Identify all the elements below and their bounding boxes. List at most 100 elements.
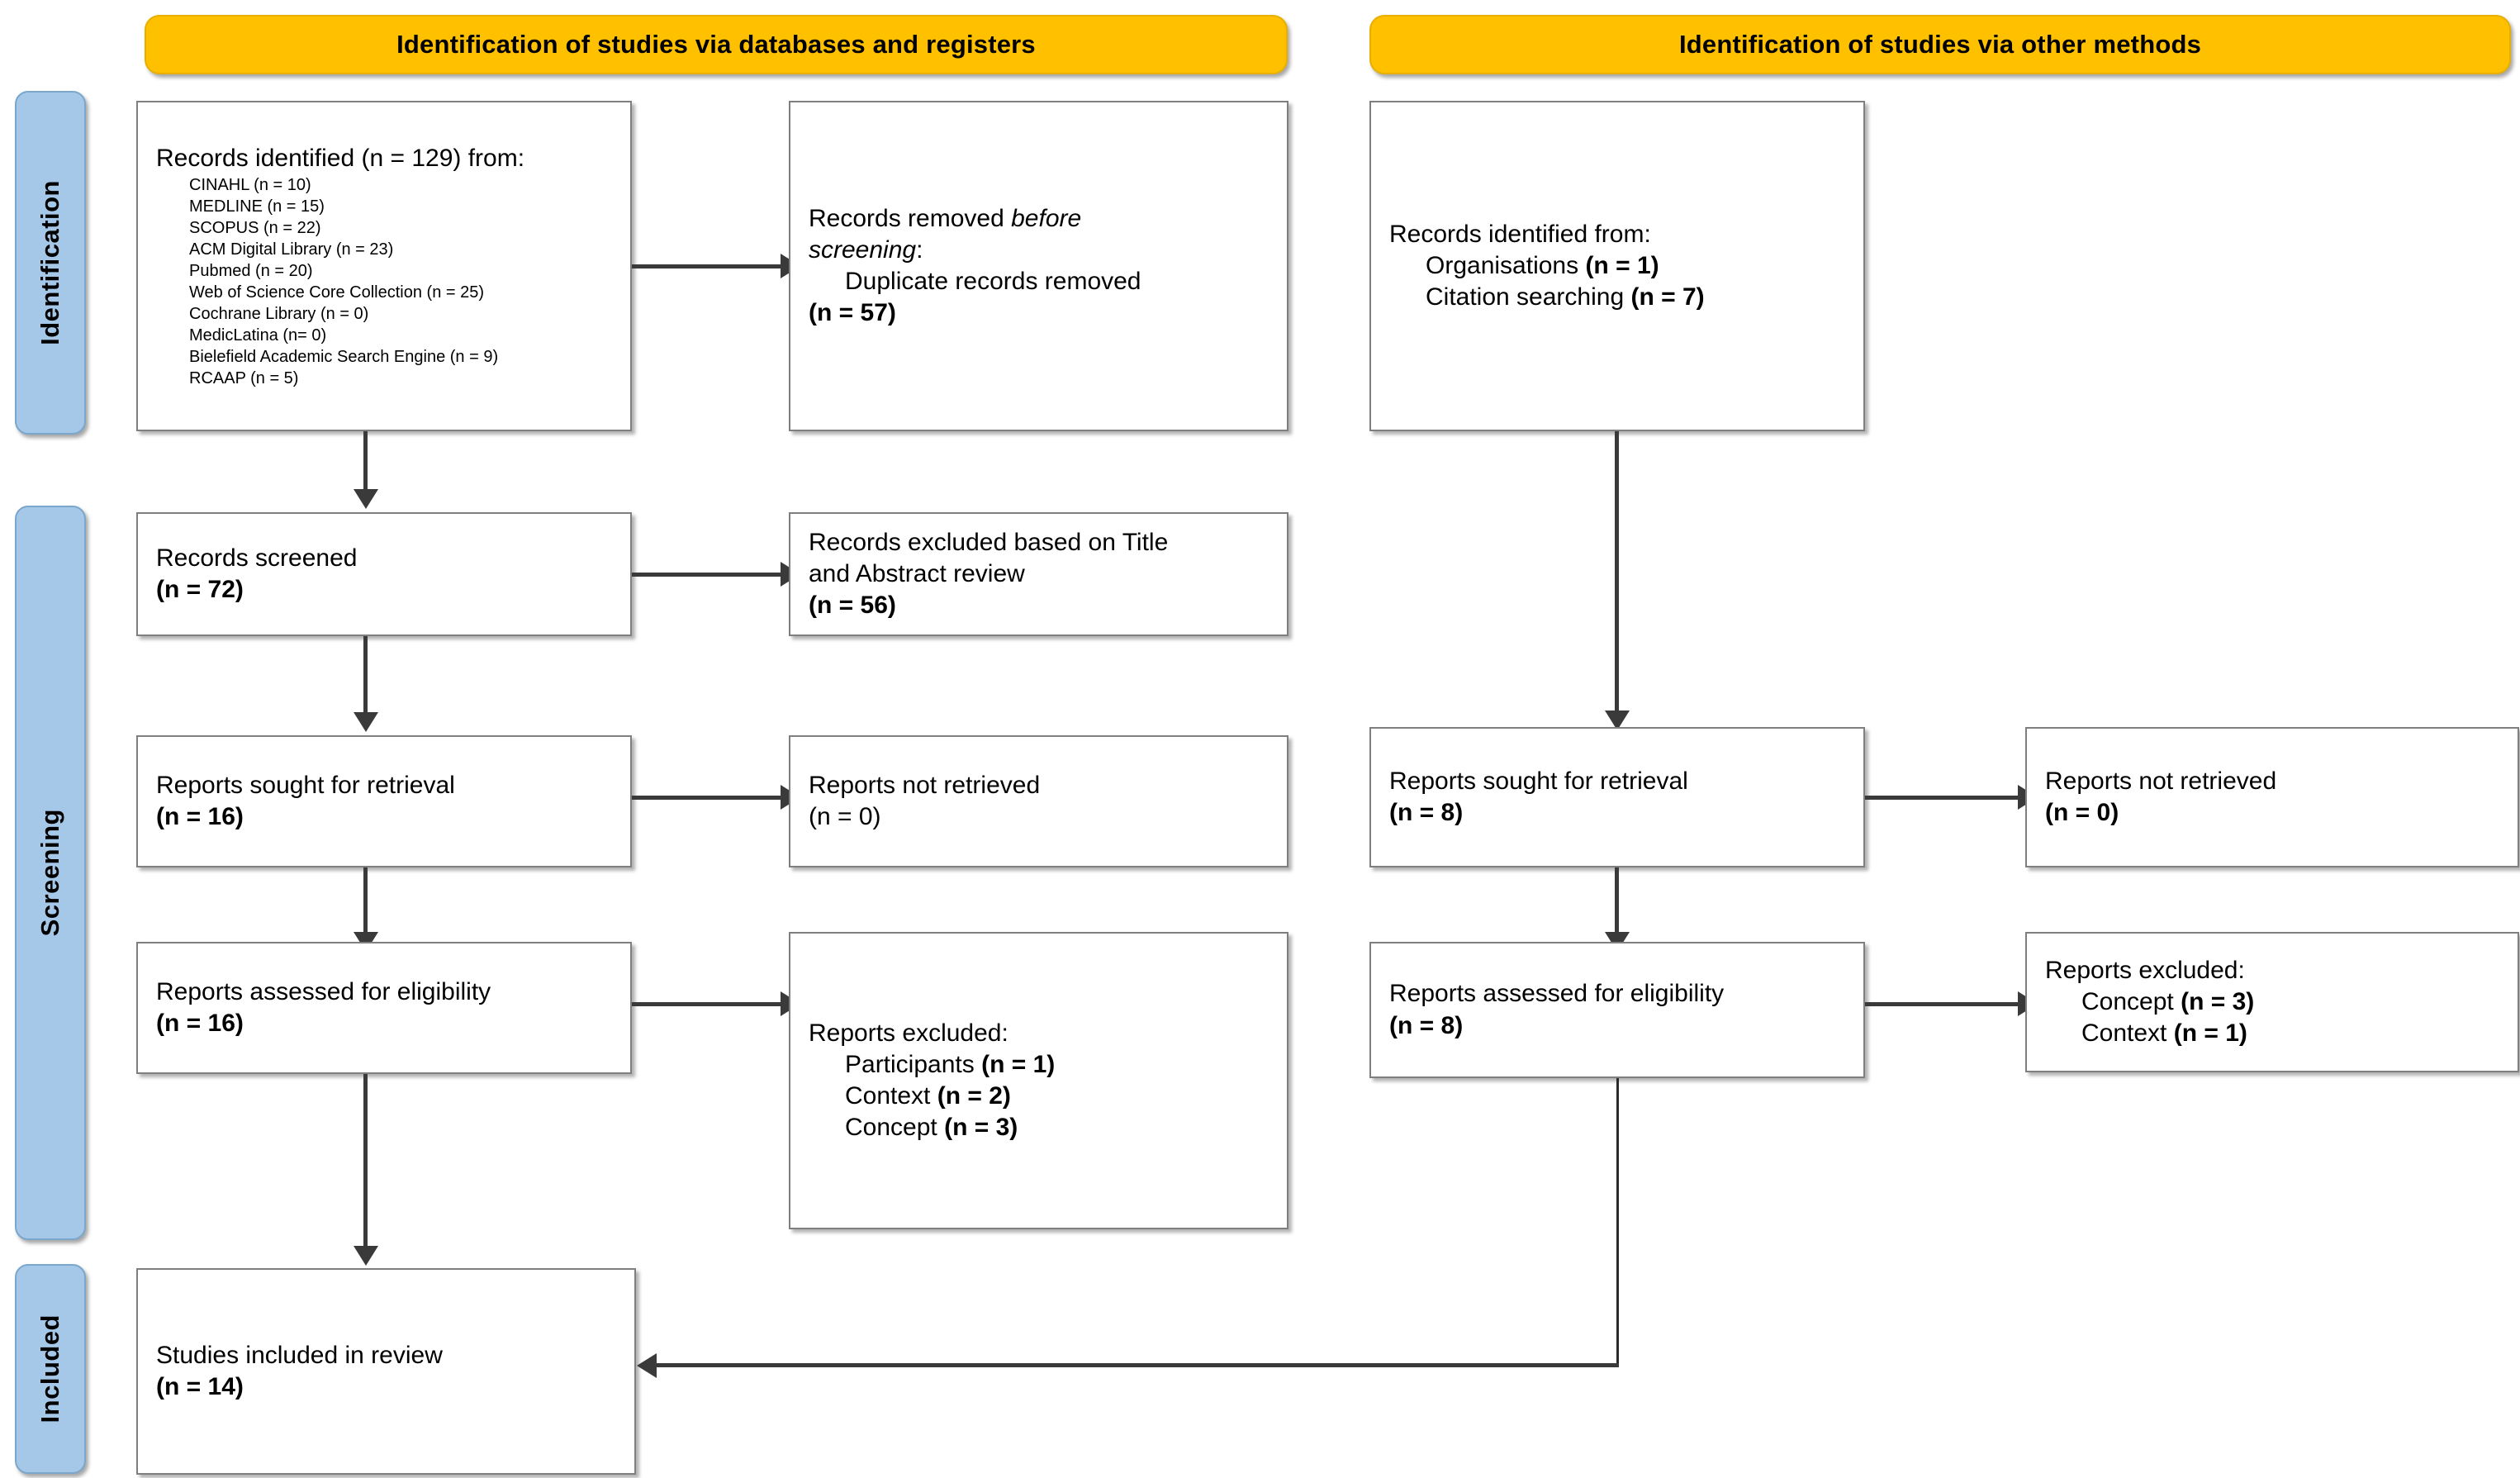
stage-tab-included-label: Included — [36, 1314, 64, 1423]
arrowhead-screened-to-sought — [354, 712, 378, 732]
reports-not-retrieved-right-count: (n = 0) — [2045, 799, 2119, 826]
source-pubmed: Pubmed (n = 20) — [189, 262, 313, 281]
source-cochrane-library: Cochrane Library (n = 0) — [189, 305, 369, 324]
header-other-methods-label: Identification of studies via other meth… — [1678, 30, 2202, 59]
source-web-of-science: Web of Science Core Collection (n = 25) — [189, 283, 485, 302]
right-reason-concept-label: Concept — [2081, 987, 2181, 1015]
arrowhead-identified-to-screened — [354, 489, 378, 509]
reports-excluded-left-reason-participants: Participants (n = 1) — [809, 1049, 1269, 1081]
stage-tab-screening-label: Screening — [36, 809, 64, 937]
source-organisations: Organisations (n = 1) — [1389, 250, 1845, 282]
connector-identified-to-screened — [363, 431, 368, 493]
connector-assessed-to-excluded-right — [1865, 1002, 2018, 1006]
box-records-identified-databases: Records identified (n = 129) from: CINAH… — [136, 101, 632, 431]
box-reports-not-retrieved-right: Reports not retrieved (n = 0) — [2025, 727, 2519, 867]
records-screened-label: Records screened — [156, 544, 358, 572]
records-removed-line1-plain: Records removed — [809, 204, 1012, 232]
stage-tab-included: Included — [15, 1264, 86, 1474]
reports-sought-right-count: (n = 8) — [1389, 799, 1464, 826]
reports-excluded-right-reason-concept: Concept (n = 3) — [2045, 986, 2499, 1018]
records-removed-line1-italic: before — [1011, 204, 1082, 232]
reason-context-count: (n = 2) — [937, 1082, 1011, 1110]
source-mediclatina: MedicLatina (n= 0) — [189, 326, 327, 345]
reports-assessed-left-count: (n = 16) — [156, 1010, 244, 1037]
reports-sought-right-label: Reports sought for retrieval — [1389, 767, 1688, 795]
box-reports-assessed-right: Reports assessed for eligibility (n = 8) — [1369, 942, 1865, 1078]
connector-identified-to-removed — [632, 264, 781, 269]
reports-assessed-left-label: Reports assessed for eligibility — [156, 977, 491, 1005]
source-medline: MEDLINE (n = 15) — [189, 197, 325, 216]
duplicate-records-removed-count: (n = 57) — [809, 299, 896, 327]
connector-screened-to-excluded — [632, 573, 781, 577]
box-records-removed-before-screening: Records removed before screening: Duplic… — [789, 101, 1288, 431]
records-excluded-line2: and Abstract review — [809, 559, 1025, 587]
source-bielefield: Bielefield Academic Search Engine (n = 9… — [189, 348, 499, 367]
reports-sought-left-count: (n = 16) — [156, 803, 244, 830]
box-reports-sought-left: Reports sought for retrieval (n = 16) — [136, 735, 632, 867]
reason-participants-label: Participants — [845, 1050, 982, 1078]
connector-right-to-included-horizontal — [657, 1363, 1619, 1367]
right-reason-context-label: Context — [2081, 1019, 2174, 1048]
box-reports-excluded-right: Reports excluded: Concept (n = 3) Contex… — [2025, 932, 2519, 1072]
connector-right-to-included-vertical — [1616, 1078, 1619, 1366]
reports-assessed-right-label: Reports assessed for eligibility — [1389, 980, 1725, 1008]
right-reason-context-count: (n = 1) — [2173, 1019, 2247, 1048]
connector-assessed-to-included — [363, 1074, 368, 1252]
connector-assessed-to-excluded-left — [632, 1002, 781, 1006]
box-studies-included: Studies included in review (n = 14) — [136, 1268, 636, 1475]
source-citation-searching-count: (n = 7) — [1630, 283, 1705, 311]
studies-included-label: Studies included in review — [156, 1341, 443, 1369]
records-identified-other-title: Records identified from: — [1389, 220, 1651, 248]
reports-not-retrieved-left-label: Reports not retrieved — [809, 771, 1041, 799]
reports-excluded-right-reason-context: Context (n = 1) — [2045, 1018, 2499, 1049]
header-databases-registers: Identification of studies via databases … — [145, 15, 1288, 74]
box-reports-not-retrieved-left: Reports not retrieved (n = 0) — [789, 735, 1288, 867]
source-citation-searching: Citation searching (n = 7) — [1389, 282, 1845, 313]
reason-concept-label: Concept — [845, 1114, 945, 1142]
header-other-methods: Identification of studies via other meth… — [1369, 15, 2511, 74]
records-identified-title: Records identified (n = 129) from: — [156, 144, 525, 172]
box-reports-excluded-left: Reports excluded: Participants (n = 1) C… — [789, 932, 1288, 1229]
reports-excluded-left-reason-concept: Concept (n = 3) — [809, 1112, 1269, 1143]
arrowhead-assessed-to-included — [354, 1246, 378, 1266]
right-reason-concept-count: (n = 3) — [2181, 987, 2255, 1015]
stage-tab-identification: Identification — [15, 91, 86, 435]
reports-not-retrieved-left-count: (n = 0) — [809, 803, 881, 830]
reason-concept-count: (n = 3) — [944, 1114, 1018, 1142]
source-organisations-count: (n = 1) — [1585, 251, 1659, 279]
studies-included-count: (n = 14) — [156, 1373, 244, 1400]
stage-tab-identification-label: Identification — [36, 180, 64, 345]
box-records-screened: Records screened (n = 72) — [136, 512, 632, 636]
reports-assessed-right-count: (n = 8) — [1389, 1011, 1464, 1039]
source-citation-searching-label: Citation searching — [1426, 283, 1631, 311]
header-databases-registers-label: Identification of studies via databases … — [396, 30, 1036, 59]
records-removed-line2-plain: : — [916, 235, 923, 264]
records-screened-count: (n = 72) — [156, 576, 244, 603]
reason-context-label: Context — [845, 1082, 937, 1110]
reason-participants-count: (n = 1) — [981, 1050, 1056, 1078]
reports-sought-left-label: Reports sought for retrieval — [156, 771, 455, 799]
reports-not-retrieved-right-label: Reports not retrieved — [2045, 767, 2277, 795]
connector-identified-other-to-sought-right — [1615, 431, 1619, 716]
connector-sought-to-not-retrieved-left — [632, 796, 781, 800]
source-cinahl: CINAHL (n = 10) — [189, 176, 311, 195]
box-records-excluded-title-abstract: Records excluded based on Title and Abst… — [789, 512, 1288, 636]
records-excluded-line1: Records excluded based on Title — [809, 528, 1169, 556]
box-reports-assessed-left: Reports assessed for eligibility (n = 16… — [136, 942, 632, 1074]
reports-excluded-left-reason-context: Context (n = 2) — [809, 1081, 1269, 1112]
source-acm-digital-library: ACM Digital Library (n = 23) — [189, 240, 394, 259]
source-scopus: SCOPUS (n = 22) — [189, 219, 321, 238]
connector-screened-to-sought — [363, 636, 368, 719]
records-excluded-count: (n = 56) — [809, 592, 896, 620]
connector-sought-to-assessed-right — [1615, 867, 1619, 940]
records-removed-line2-italic: screening — [809, 235, 917, 264]
box-records-identified-other: Records identified from: Organisations (… — [1369, 101, 1865, 431]
source-rcaap: RCAAP (n = 5) — [189, 369, 299, 388]
connector-sought-to-assessed-left — [363, 867, 368, 940]
records-removed-line2: screening: — [809, 235, 1269, 266]
arrowhead-right-to-included — [637, 1353, 657, 1378]
connector-sought-to-not-retrieved-right — [1865, 796, 2018, 800]
source-organisations-label: Organisations — [1426, 251, 1586, 279]
reports-excluded-left-title: Reports excluded: — [809, 1019, 1008, 1047]
